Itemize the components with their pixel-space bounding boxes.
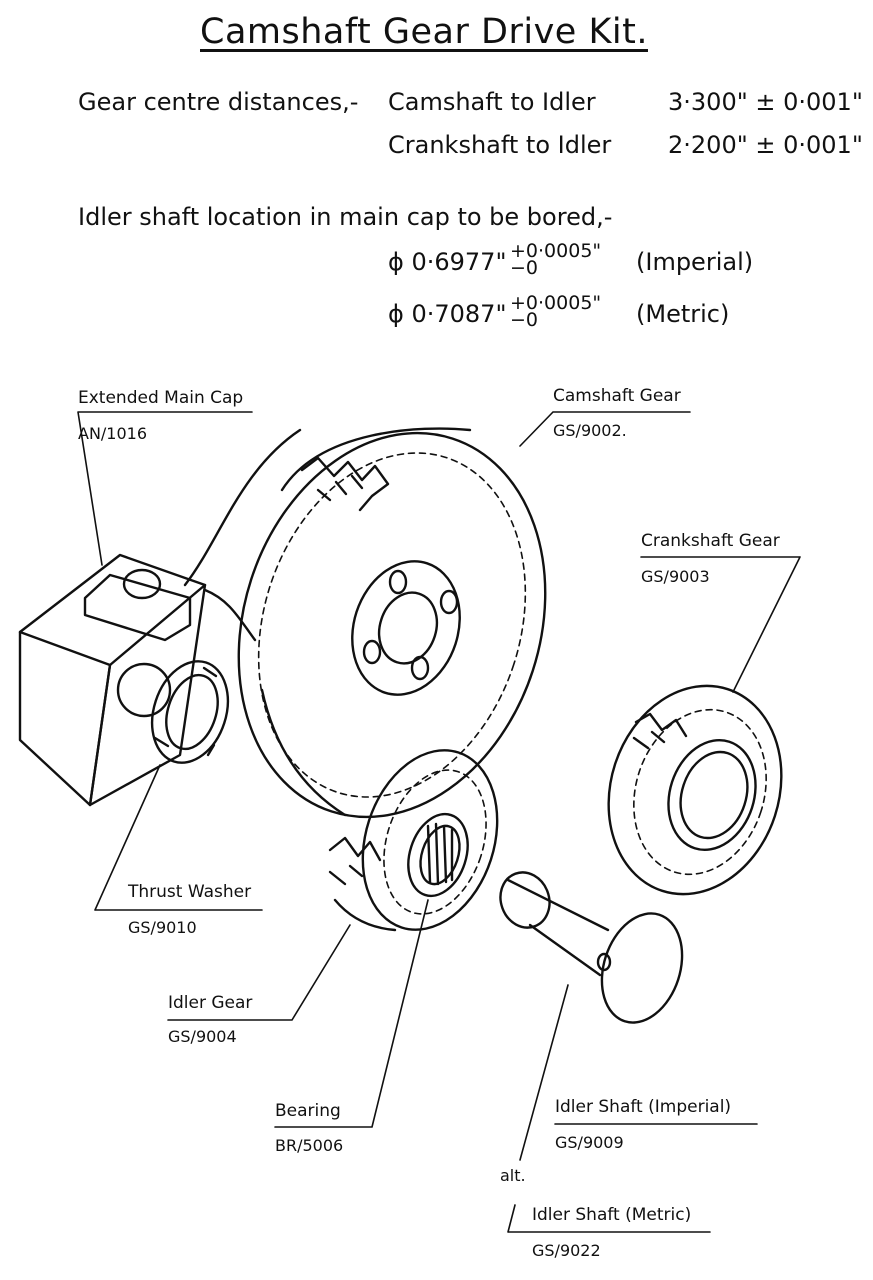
crankshaft-idler-label: Crankshaft to Idler [388, 131, 612, 159]
page-title: Camshaft Gear Drive Kit. [200, 12, 648, 52]
camshaft-idler-value: 3·300" ± 0·001" [668, 88, 863, 116]
needle-bearing [407, 812, 469, 898]
extended-main-cap [18, 428, 302, 807]
crankshaft-gear [607, 684, 783, 896]
idler-shaft-metric-name: Idler Shaft (Metric) [532, 1205, 692, 1225]
thrust-washer-name: Thrust Washer [128, 882, 252, 902]
bore-imperial-tolerance: +0·0005" −0 [510, 240, 602, 279]
bore-metric-tolerance: +0·0005" −0 [510, 292, 602, 331]
camshaft-gear-name: Camshaft Gear [553, 386, 681, 406]
thrust-washer [150, 660, 230, 764]
crankshaft-idler-value: 2·200" ± 0·001" [668, 131, 863, 159]
camshaft-idler-label: Camshaft to Idler [388, 88, 596, 116]
idler-gear-code: GS/9004 [168, 1027, 237, 1046]
idler-gear-name: Idler Gear [168, 993, 253, 1013]
bore-imperial-tol-plus: +0·0005" [510, 240, 602, 262]
camshaft-gear [237, 427, 547, 819]
main-cap-code: AN/1016 [78, 424, 148, 443]
bore-label: Idler shaft location in main cap to be b… [78, 203, 613, 231]
bearing-code: BR/5006 [275, 1136, 344, 1155]
alt-label: alt. [500, 1166, 526, 1185]
leader-lines [77, 411, 801, 1233]
idler-shaft-imperial-name: Idler Shaft (Imperial) [555, 1097, 732, 1117]
bore-imperial-unit: (Imperial) [636, 248, 754, 276]
thrust-washer-code: GS/9010 [128, 918, 197, 937]
bearing-name: Bearing [275, 1101, 341, 1121]
main-cap-name: Extended Main Cap [78, 388, 244, 408]
bore-imperial-diameter: ϕ 0·6977" [388, 248, 507, 276]
bore-imperial-tol-minus: −0 [510, 257, 539, 279]
idler-shaft-metric-code: GS/9022 [532, 1241, 601, 1260]
bore-metric-tol-plus: +0·0005" [510, 292, 602, 314]
crankshaft-gear-code: GS/9003 [641, 567, 710, 586]
crankshaft-gear-name: Crankshaft Gear [641, 531, 780, 551]
idler-shaft [499, 871, 684, 1024]
bore-metric-tol-minus: −0 [510, 309, 539, 331]
bore-metric-diameter: ϕ 0·7087" [388, 300, 507, 328]
camshaft-gear-code: GS/9002. [553, 421, 627, 440]
idler-gear [328, 749, 499, 932]
bore-metric-unit: (Metric) [636, 300, 730, 328]
idler-shaft-imperial-code: GS/9009 [555, 1133, 624, 1152]
centre-distance-label: Gear centre distances,- [78, 88, 359, 116]
